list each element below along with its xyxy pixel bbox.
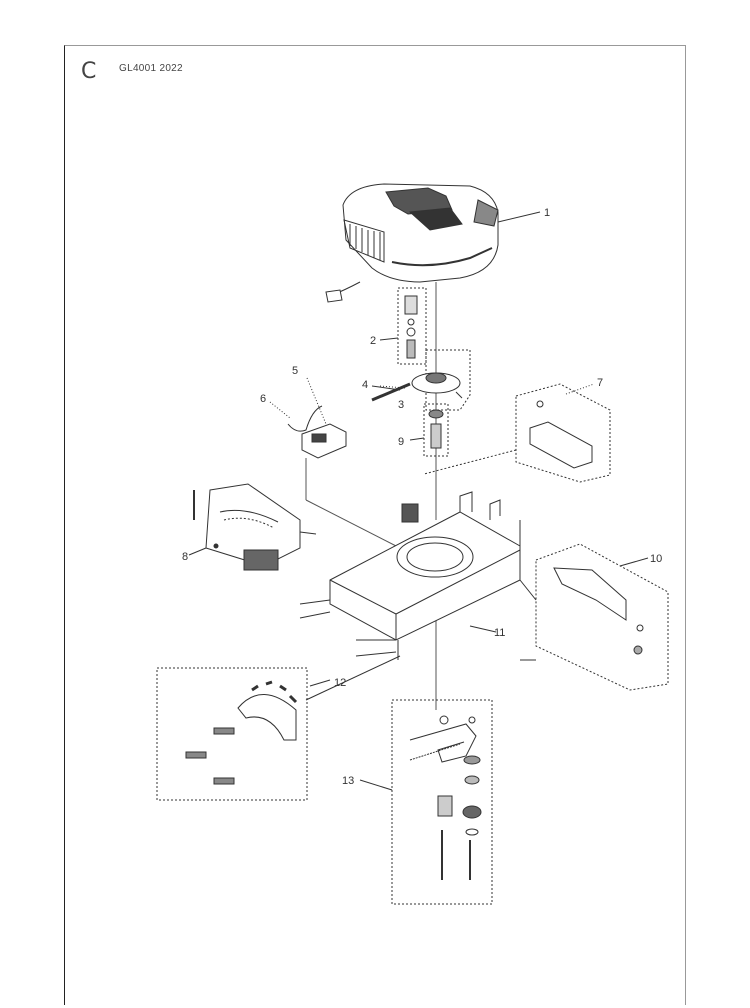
callout-6: 6 bbox=[260, 393, 266, 405]
diagram-sheet-border bbox=[64, 45, 686, 1005]
callout-1: 1 bbox=[544, 207, 550, 219]
part-ring-gear bbox=[237, 694, 297, 741]
callout-7: 7 bbox=[597, 377, 603, 389]
part-pulley-arm bbox=[371, 382, 411, 402]
callout-3: 3 bbox=[398, 399, 404, 411]
part-drive-assembly bbox=[409, 715, 482, 880]
callout-labels: 1 2 3 4 5 6 7 8 9 10 11 12 13 bbox=[182, 207, 662, 787]
callout-9: 9 bbox=[398, 436, 404, 448]
part-bushing-box bbox=[397, 287, 427, 365]
callout-2: 2 bbox=[370, 335, 376, 347]
part-base-frame bbox=[299, 491, 521, 660]
part-bracket-7 bbox=[529, 421, 593, 469]
callout-11: 11 bbox=[494, 627, 505, 639]
part-switch-box bbox=[269, 377, 347, 459]
model-code: GL4001 2022 bbox=[119, 63, 183, 74]
section-letter: C bbox=[81, 59, 97, 84]
callout-12: 12 bbox=[334, 677, 346, 689]
callout-10: 10 bbox=[650, 553, 662, 565]
part-bracket-10 bbox=[553, 567, 627, 621]
callout-4: 4 bbox=[362, 379, 368, 391]
callout-5: 5 bbox=[292, 365, 298, 377]
callout-8: 8 bbox=[182, 551, 188, 563]
callout-13: 13 bbox=[342, 775, 354, 787]
part-side-guard bbox=[193, 483, 317, 571]
part-top-cover bbox=[325, 183, 541, 303]
